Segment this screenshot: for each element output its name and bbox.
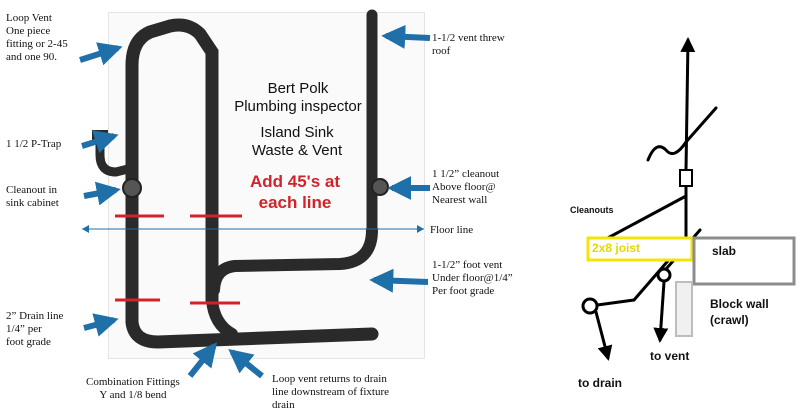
drain-fitting [581,297,599,315]
foot-vent-label: 1-1/2” foot vent Under floor@1/4” Per fo… [432,259,513,297]
cleanout-cabinet-fitting [122,178,142,198]
joist-box [586,236,694,262]
inspector-title: Bert Polk Plumbing inspector [234,80,362,115]
vent-roof-label: 1-1/2 vent threw roof [432,32,505,57]
to-drain-label: to drain [578,376,622,390]
p-trap-pipe [95,137,137,177]
drain-line-label: 2” Drain line 1/4” per foot grade [6,310,64,348]
vent-up-line [680,37,696,172]
p-trap-label: 1 1/2 P-Trap [6,138,62,150]
loop-vent-label: Loop Vent One piece fitting or 2-45 and … [6,12,68,63]
loop-vent-returns-label: Loop vent returns to drain line downstre… [272,373,389,411]
diagram-subtitle: Island Sink Waste & Vent [251,124,343,159]
cleanouts-label: Cleanouts [570,205,614,215]
cleanout-above-label: 1 1/2” cleanout Above floor@ Nearest wal… [432,168,500,206]
red-lines [115,214,242,305]
block-wall [675,281,693,337]
loop-vent-pipe [125,18,219,307]
foot-vent-pipe [208,224,378,296]
cleanout-box [679,169,693,187]
add-45s-note: Add 45's at each line [249,172,340,212]
floor-line-label: Floor line [430,224,474,236]
joist-label: 2x8 joist [592,241,641,255]
slab-box [692,236,796,286]
cleanout-line-1 [602,194,688,242]
vent-wavy-line [646,106,718,162]
to-drain-arrow [594,310,613,361]
cleanout-cabinet-label: Cleanout in sink cabinet [6,184,59,209]
block-wall-label: Block wall (crawl) [710,297,769,327]
to-vent-label: to vent [650,349,690,363]
callout-arrows [79,24,431,379]
slab-label: slab [712,244,737,258]
combination-fittings-label: Combination Fittings Y and 1/8 bend [86,376,180,401]
to-vent-arrow [653,280,669,343]
drain-pipe [125,293,379,349]
vent-fitting [656,267,672,283]
